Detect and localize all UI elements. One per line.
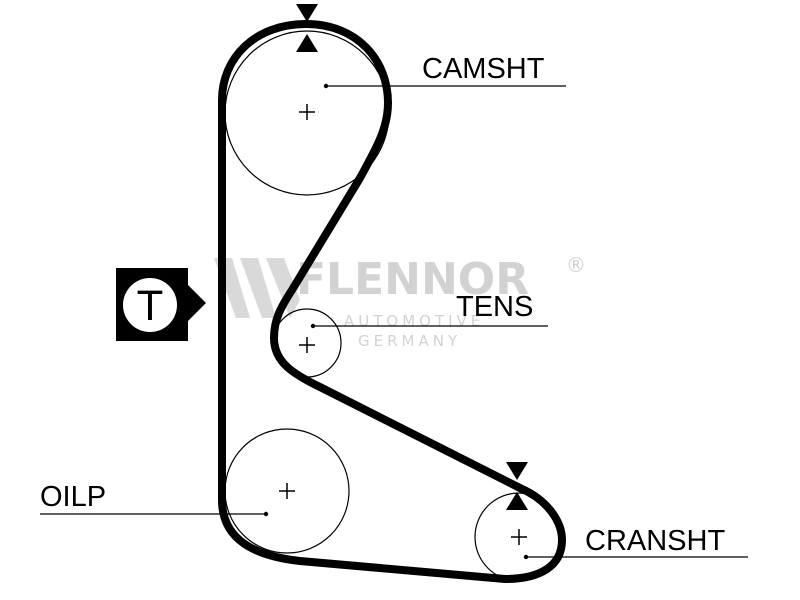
tensioner-center-cross-icon xyxy=(299,337,315,353)
watermark-logo-icon xyxy=(214,258,300,318)
timing-belt xyxy=(218,20,566,583)
oil-pump-callout: OILP xyxy=(40,481,269,517)
watermark-brand: FLENNOR xyxy=(296,254,529,305)
crankshaft-timing-mark-icon xyxy=(506,462,528,510)
camshaft-center-cross-icon xyxy=(299,104,315,120)
camshaft-timing-mark-icon xyxy=(296,4,318,52)
crankshaft-callout: CRANSHT xyxy=(523,525,748,560)
crankshaft-center-cross-icon xyxy=(511,529,527,545)
oil-pump-label: OILP xyxy=(40,481,106,513)
tensioner-label: TENS xyxy=(456,291,533,323)
oil-pump-center-cross-icon xyxy=(279,483,295,499)
tensioner-callout: TENS xyxy=(310,291,548,329)
camshaft-callout: CAMSHT xyxy=(323,53,566,89)
tooth-marker-letter: T xyxy=(137,284,163,330)
tooth-marker-t-icon: T xyxy=(116,268,206,341)
crankshaft-label: CRANSHT xyxy=(585,525,725,557)
watermark: FLENNOR ® AUTOMOTIVE GERMANY xyxy=(214,253,586,350)
watermark-line2: GERMANY xyxy=(358,332,461,350)
watermark-registered-mark: ® xyxy=(566,253,586,277)
camshaft-label: CAMSHT xyxy=(422,53,545,85)
